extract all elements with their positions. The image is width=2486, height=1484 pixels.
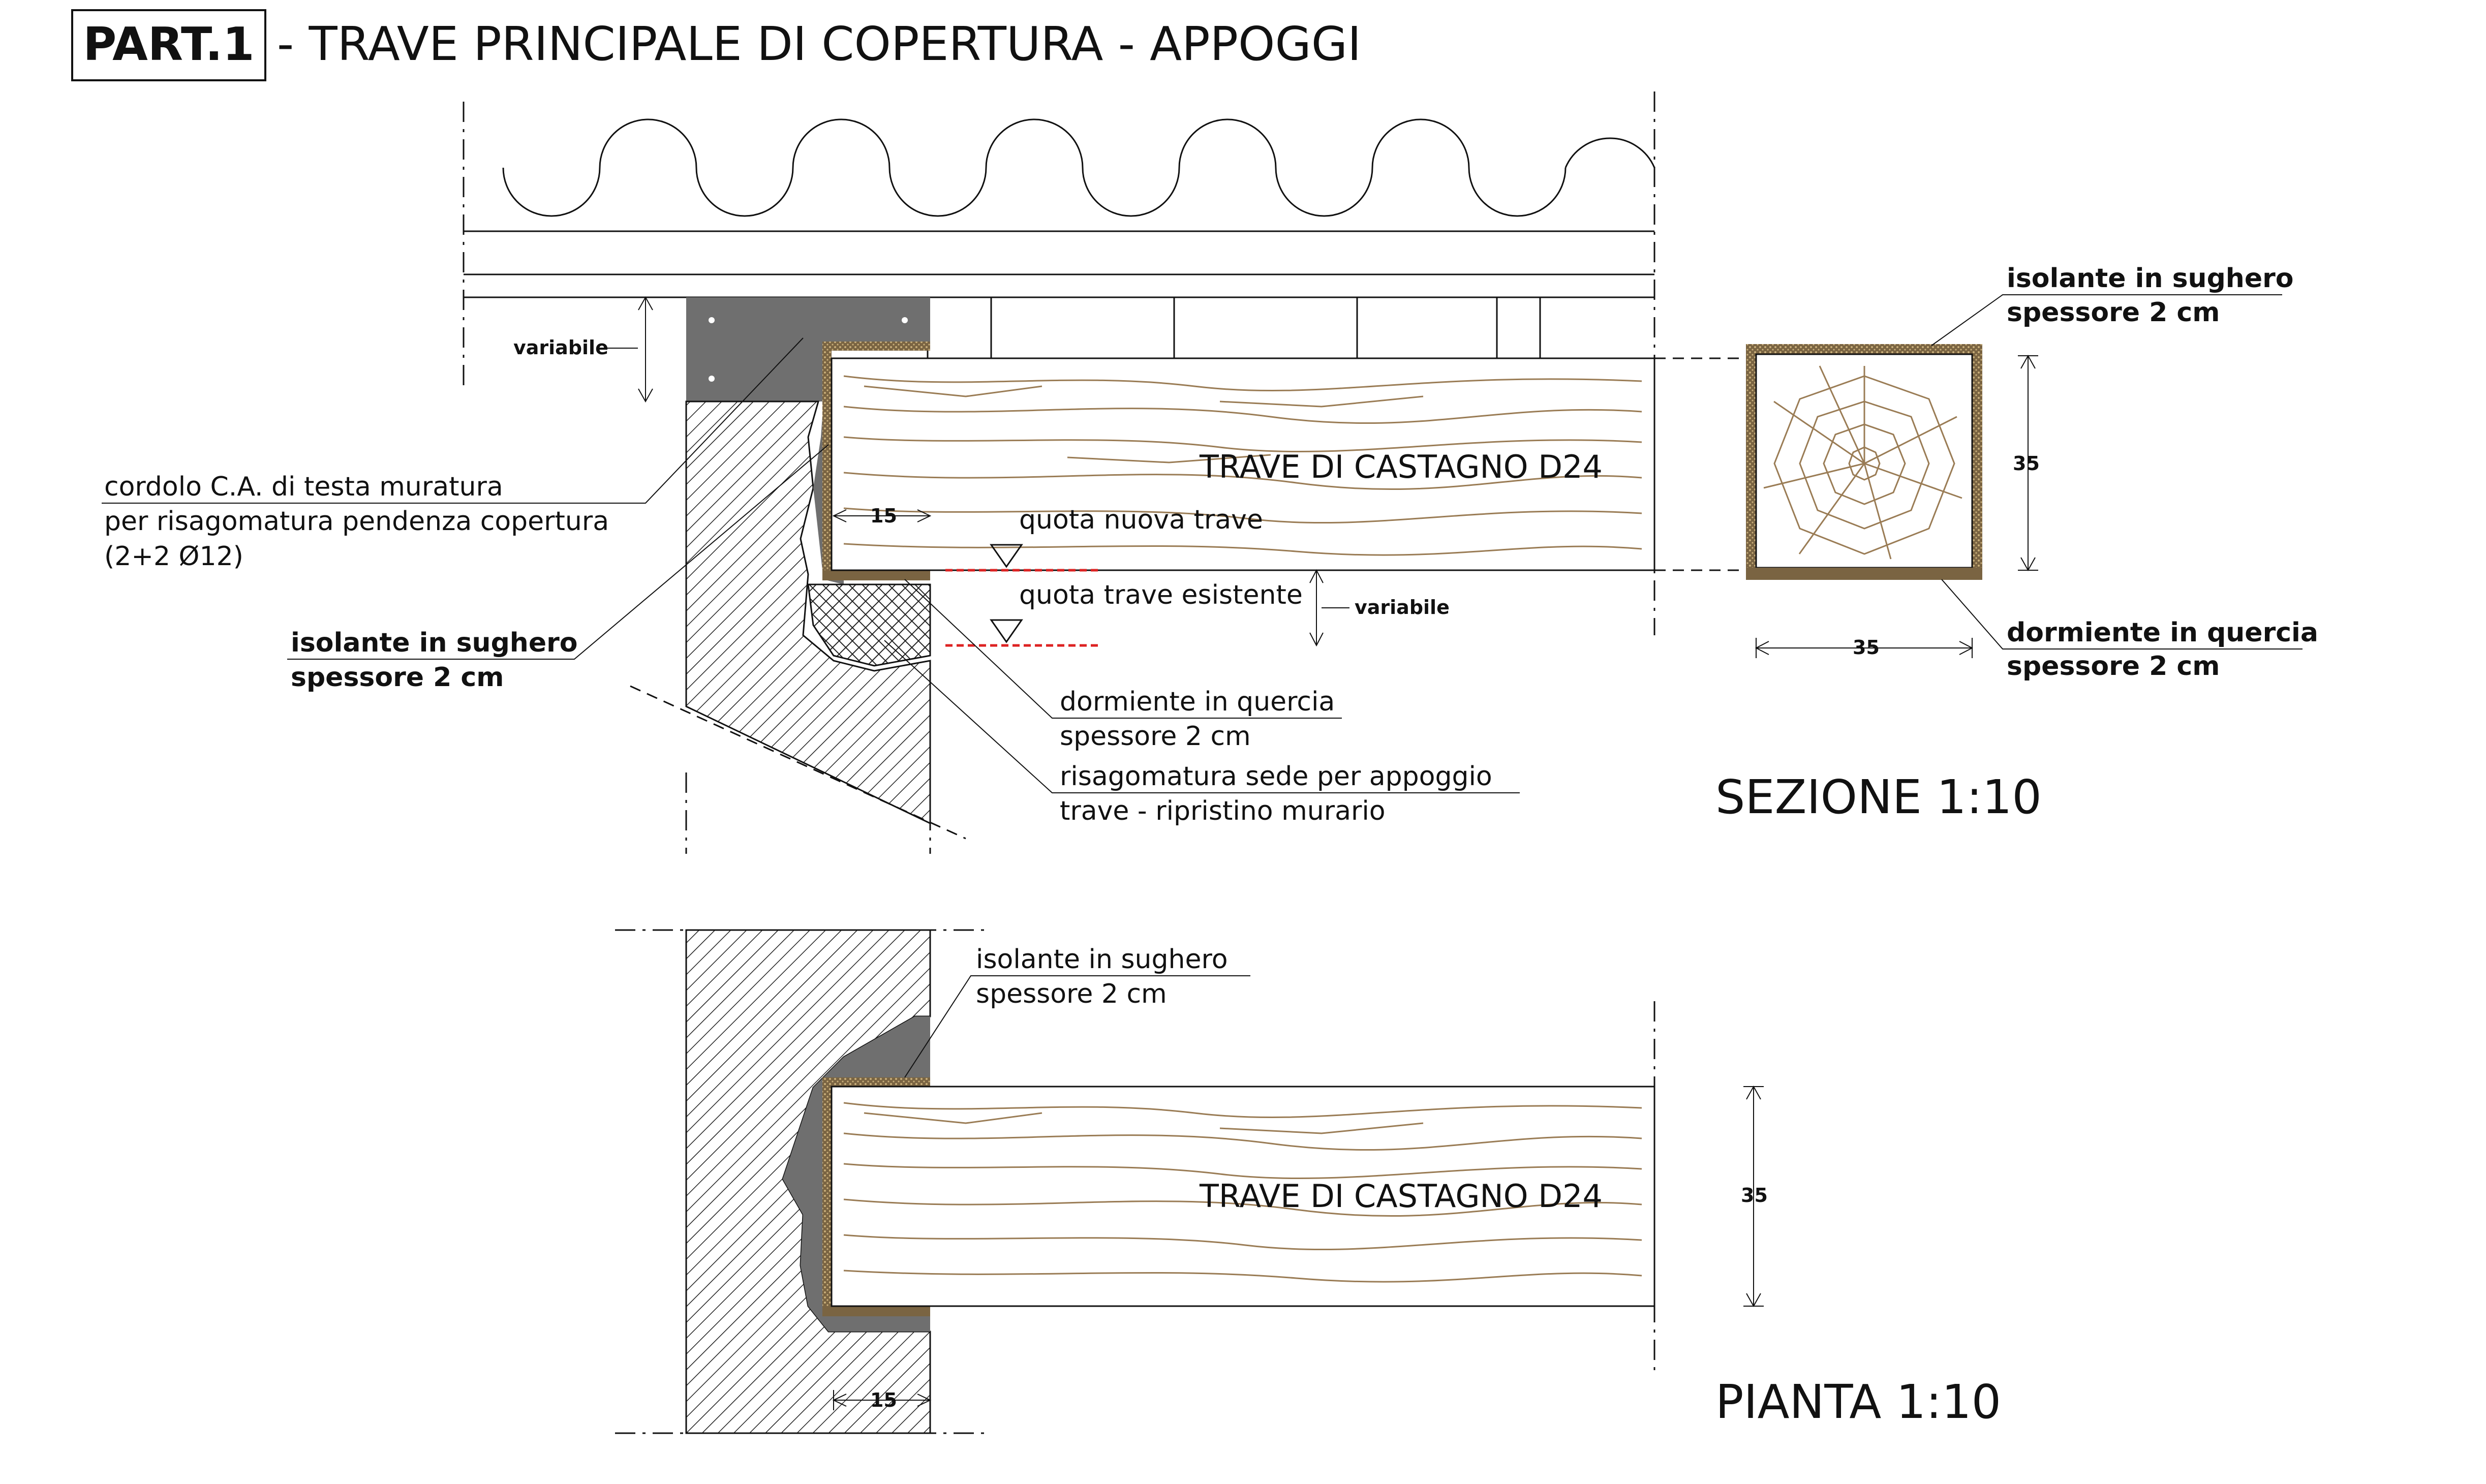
svg-text:spessore 2 cm: spessore 2 cm <box>291 662 504 693</box>
cross-section-oak-sleeper <box>1746 568 1982 580</box>
section-wood-grain <box>843 375 1642 556</box>
title-block: PART.1 - TRAVE PRINCIPALE DI COPERTURA -… <box>71 9 1361 81</box>
title-badge: PART.1 <box>83 18 254 71</box>
plan-view: TRAVE DI CASTAGNO D24 35 15 isolante in … <box>615 929 2001 1434</box>
page-title: - TRAVE PRINCIPALE DI COPERTURA - APPOGG… <box>277 17 1361 71</box>
svg-text:dormiente in quercia: dormiente in quercia <box>1060 687 1335 717</box>
dim-variabile-top: variabile <box>513 296 653 403</box>
level-new-beam: quota nuova trave <box>945 505 1263 572</box>
title-badge-frame <box>71 9 266 81</box>
svg-text:isolante in sughero: isolante in sughero <box>976 944 1228 975</box>
note-cordolo: cordolo C.A. di testa muratura per risag… <box>102 337 804 572</box>
roof-tiles <box>464 118 1655 358</box>
dim-cross-height: 35 <box>2013 354 2040 572</box>
svg-text:spessore 2 cm: spessore 2 cm <box>2007 297 2220 328</box>
svg-text:(2+2 Ø12): (2+2 Ø12) <box>104 541 243 572</box>
svg-text:variabile: variabile <box>513 336 608 359</box>
concrete-kerb <box>686 297 930 401</box>
svg-text:variabile: variabile <box>1355 596 1450 619</box>
section-oak-sleeper <box>822 570 930 580</box>
note-isolante-section: isolante in sughero spessore 2 cm <box>287 444 829 693</box>
section-cork-side <box>822 342 832 580</box>
dim-15-plan: 15 <box>832 1389 932 1411</box>
svg-text:dormiente in quercia: dormiente in quercia <box>2007 617 2318 648</box>
cross-section-view: 35 35 isolante in sughero spessore 2 cm … <box>1746 263 2318 682</box>
dim-plan-height: 35 <box>1741 1085 1768 1308</box>
svg-text:35: 35 <box>1741 1184 1768 1207</box>
svg-text:15: 15 <box>870 1389 897 1411</box>
svg-text:spessore 2 cm: spessore 2 cm <box>976 979 1167 1009</box>
plan-view-label: PIANTA 1:10 <box>1715 1375 2001 1429</box>
plan-cork-side <box>822 1077 832 1316</box>
section-beam-label: TRAVE DI CASTAGNO D24 <box>1199 448 1603 485</box>
plan-beam-label: TRAVE DI CASTAGNO D24 <box>1199 1178 1603 1215</box>
plan-masonry-repair <box>783 1016 930 1332</box>
svg-text:isolante in sughero: isolante in sughero <box>2007 263 2293 294</box>
svg-text:spessore 2 cm: spessore 2 cm <box>2007 651 2220 682</box>
svg-text:cordolo C.A. di testa muratura: cordolo C.A. di testa muratura <box>104 472 503 502</box>
dim-cross-width: 35 <box>1755 636 1974 659</box>
note-dormiente-section: dormiente in quercia spessore 2 cm <box>904 579 1342 752</box>
section-view-label: SEZIONE 1:10 <box>1715 770 2042 824</box>
section-view: TRAVE DI CASTAGNO D24 variabile 15 quota… <box>102 91 2042 854</box>
section-cork-top <box>822 342 930 351</box>
svg-text:spessore 2 cm: spessore 2 cm <box>1060 721 1251 752</box>
dim-15-section: 15 <box>832 505 932 527</box>
svg-text:per risagomatura pendenza cope: per risagomatura pendenza copertura <box>104 506 609 537</box>
plan-wood-grain <box>843 1102 1642 1283</box>
svg-text:isolante in sughero: isolante in sughero <box>291 628 577 658</box>
svg-text:quota trave esistente: quota trave esistente <box>1019 580 1303 610</box>
masonry-repair <box>807 583 931 667</box>
dim-variabile-right: variabile <box>1309 569 1450 647</box>
note-isolante-cross: isolante in sughero spessore 2 cm <box>1931 263 2293 346</box>
svg-text:risagomatura sede per appoggio: risagomatura sede per appoggio <box>1060 761 1492 792</box>
section-beam <box>831 357 1655 571</box>
note-dormiente-cross: dormiente in quercia spessore 2 cm <box>1941 579 2318 682</box>
note-risagomatura: risagomatura sede per appoggio trave - r… <box>884 640 1520 826</box>
svg-text:35: 35 <box>2013 452 2040 475</box>
svg-text:quota nuova trave: quota nuova trave <box>1019 505 1263 535</box>
cross-section-growth-rings <box>1763 365 1962 560</box>
svg-text:35: 35 <box>1853 636 1880 659</box>
level-existing-beam: quota trave esistente <box>945 580 1303 647</box>
svg-text:15: 15 <box>870 505 897 527</box>
svg-text:trave - ripristino murario: trave - ripristino murario <box>1060 796 1386 826</box>
note-isolante-plan: isolante in sughero spessore 2 cm <box>904 944 1250 1078</box>
